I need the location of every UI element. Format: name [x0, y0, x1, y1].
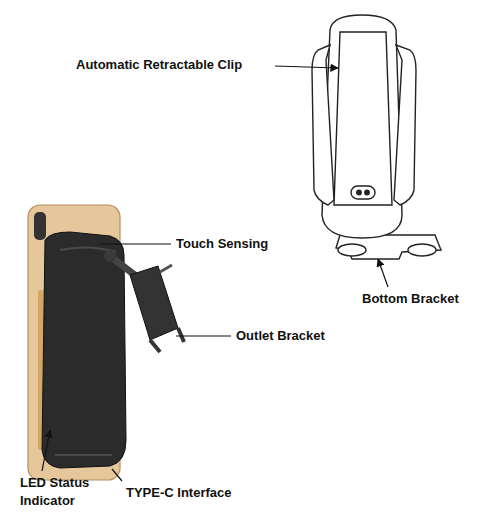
part-label: Outlet Bracket — [236, 327, 325, 345]
leader-line — [378, 259, 388, 287]
holder-body-black — [42, 232, 126, 468]
bottom-bracket-shape — [336, 235, 441, 259]
bracket-foot — [408, 244, 436, 256]
vent-prong — [150, 340, 160, 352]
leader-line — [112, 469, 122, 481]
holder-panel — [334, 32, 392, 205]
sensor-dot — [357, 190, 361, 194]
leader-line — [275, 66, 338, 68]
part-label: Touch Sensing — [176, 235, 268, 253]
leader-line — [176, 335, 231, 336]
leader-line — [42, 430, 50, 471]
phone-camera — [34, 212, 46, 240]
side-clip — [312, 45, 334, 205]
vent-tab — [160, 265, 172, 272]
sensor-dot — [365, 190, 369, 194]
part-label: LED Status Indicator — [20, 474, 110, 510]
vent-prong — [178, 328, 184, 342]
side-clip — [394, 45, 416, 205]
sensor-window — [351, 186, 375, 199]
ball-joint — [104, 250, 116, 262]
part-label: Bottom Bracket — [362, 290, 459, 308]
vent-clip — [130, 266, 178, 340]
part-label: TYPE-C Interface — [126, 484, 231, 502]
leader-line — [100, 243, 171, 244]
part-label: Automatic Retractable Clip — [76, 56, 242, 74]
bracket-foot — [338, 244, 366, 256]
holder-outline-drawing — [312, 15, 441, 259]
holder-seam — [55, 454, 112, 456]
holder-body — [322, 15, 402, 238]
holder-with-phone — [28, 205, 184, 480]
